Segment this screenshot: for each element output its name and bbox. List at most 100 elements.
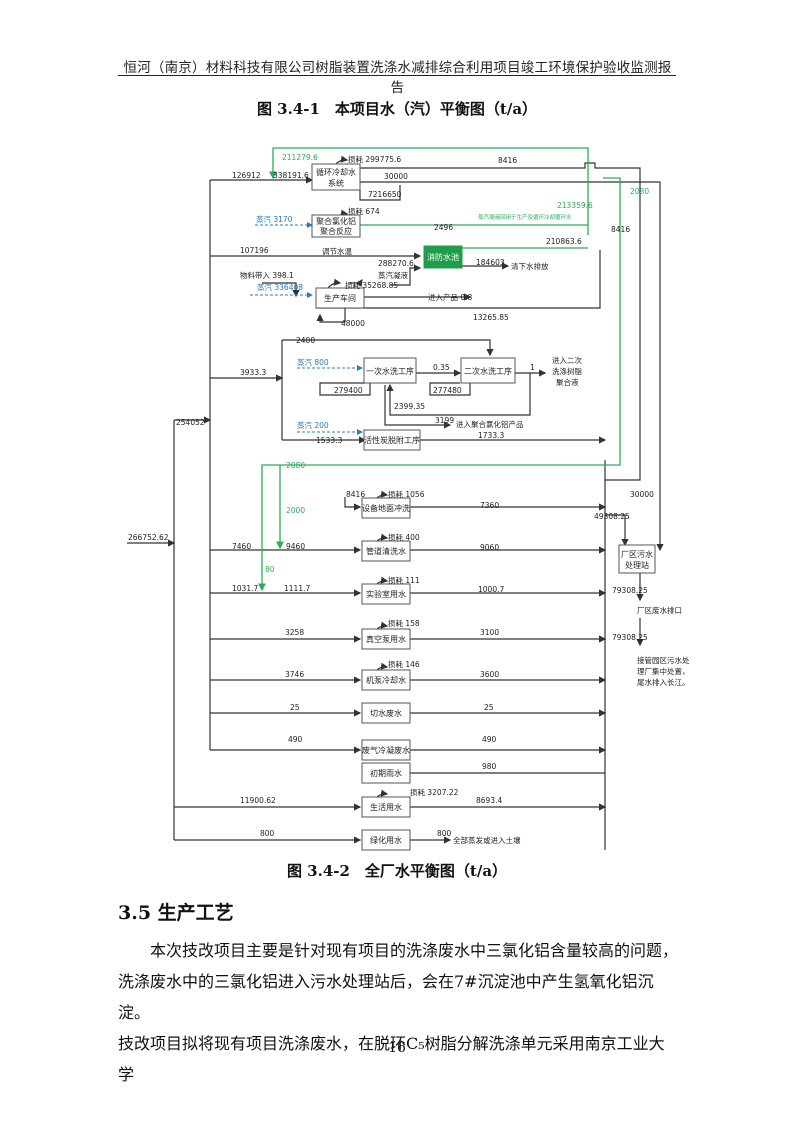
label-30000-right: 30000 xyxy=(630,490,654,499)
label-2080-right: 2080 xyxy=(630,187,649,196)
label-1111: 1111.7 xyxy=(284,584,310,593)
label-9060: 9060 xyxy=(480,543,499,552)
paragraph-line: 洗涤废水中的三氯化铝进入污水处理站后，会在7#沉淀池中产生氢氧化铝沉淀。 xyxy=(118,972,654,1022)
label-2496: 2496 xyxy=(434,223,453,232)
label-1: 1 xyxy=(530,363,535,372)
label-800-in: 800 xyxy=(260,829,275,838)
document-header: 恒河（南京）材料科技有限公司树脂装置洗涤水减排综合利用项目竣工环境保护验收监测报… xyxy=(123,60,672,96)
label-3933: 3933.3 xyxy=(240,368,266,377)
box-cooling-line2: 系统 xyxy=(328,178,344,188)
label-to-pac: 进入聚合氯化铝产品 xyxy=(456,419,524,429)
box-cooling-line1: 循环冷却水 xyxy=(316,167,356,177)
box-gas-label: 废气冷凝废水 xyxy=(362,745,410,755)
label-30000-top: 30000 xyxy=(384,172,408,181)
label-288270: 288270.6 xyxy=(378,259,414,268)
label-9460: 9460 xyxy=(286,542,305,551)
label-7460: 7460 xyxy=(232,542,251,551)
flow-lines xyxy=(127,155,664,850)
label-184603: 184603 xyxy=(476,258,505,267)
box-green-label: 绿化用水 xyxy=(370,835,402,845)
label-7216650: 7216650 xyxy=(368,190,402,199)
figure-caption-3-4-1: 图 3.4-1 本项目水（汽）平衡图（t/a） xyxy=(256,100,538,118)
water-balance-diagram: 循环冷却水 系统 聚合氯化铝 聚合反应 消防水池 生产车间 一次水洗工序 二次水… xyxy=(127,147,690,851)
box-pump xyxy=(361,669,411,691)
label-107196: 107196 xyxy=(240,246,269,255)
paragraph-line: 技改项目拟将现有项目洗涤废水，在脱环C₅树脂分解洗涤单元采用南京工业大学 xyxy=(118,1034,665,1084)
label-8416-top: 8416 xyxy=(498,156,517,165)
label-210863: 210863.6 xyxy=(546,237,582,246)
label-7360: 7360 xyxy=(480,501,499,510)
section-heading: 3.5 生产工艺 xyxy=(118,902,234,924)
label-regulate: 调节水温 xyxy=(322,246,352,256)
label-1031: 1031.7 xyxy=(232,584,258,593)
box-floor-label: 设备地面冲洗 xyxy=(362,503,410,513)
box-fire-pool-label: 消防水池 xyxy=(427,252,459,262)
label-2080-left: 2080 xyxy=(286,461,305,470)
box-vacuum xyxy=(361,628,411,650)
box-cutting xyxy=(361,702,411,724)
label-loss-workshop: 损耗 35268.85 xyxy=(345,280,398,290)
box-cutting-label: 切水废水 xyxy=(370,708,402,718)
label-to-second-3: 聚合液 xyxy=(556,377,579,387)
label-1733: 1733.3 xyxy=(478,431,504,440)
box-gas xyxy=(361,739,411,761)
label-490-out: 490 xyxy=(482,735,497,744)
label-8416-right: 8416 xyxy=(611,225,630,234)
label-final-3: 尾水排入长江。 xyxy=(637,677,690,687)
label-condensate: 蒸汽凝液 xyxy=(378,270,408,280)
label-to-second-2: 洗涤树脂 xyxy=(552,366,582,376)
label-980: 980 xyxy=(482,762,497,771)
body-paragraph: 本次技改项目主要是针对现有项目的洗涤废水中三氯化铝含量较高的问题， 洗涤废水中的… xyxy=(118,935,678,1090)
label-266752: 266752.62 xyxy=(128,533,169,542)
box-rain xyxy=(361,762,411,784)
label-1000: 1000.7 xyxy=(478,585,504,594)
label-to-soil: 全部蒸发或进入土壤 xyxy=(453,835,521,845)
box-pipe-label: 管道清洗水 xyxy=(366,546,406,556)
box-polymer-line2: 聚合反应 xyxy=(320,226,352,236)
box-wash1-label: 一次水洗工序 xyxy=(366,366,414,376)
label-25-out: 25 xyxy=(484,703,494,712)
box-vacuum-label: 真空泵用水 xyxy=(366,634,406,644)
label-2400: 2400 xyxy=(296,336,315,345)
label-11900: 11900.62 xyxy=(240,796,276,805)
label-490-in: 490 xyxy=(288,735,303,744)
label-loss-lab: 损耗 111 xyxy=(388,575,420,585)
box-wash2-label: 二次水洗工序 xyxy=(464,366,512,376)
label-steam-336408: 蒸汽 336408 xyxy=(257,282,303,292)
label-loss-pipe: 损耗 400 xyxy=(388,532,420,542)
label-277480: 277480 xyxy=(433,386,462,395)
label-0-35: 0.35 xyxy=(433,363,450,372)
box-green xyxy=(361,829,411,851)
recycle-lines xyxy=(258,147,621,592)
box-life-label: 生活用水 xyxy=(370,802,402,812)
box-wash1 xyxy=(363,357,417,384)
label-loss-vacuum: 损耗 158 xyxy=(388,618,420,628)
label-to-drain: 清下水排放 xyxy=(511,261,549,271)
process-boxes: 循环冷却水 系统 聚合氯化铝 聚合反应 消防水池 生产车间 一次水洗工序 二次水… xyxy=(311,163,656,851)
label-8416-floor: 8416 xyxy=(346,490,365,499)
label-steam-200: 蒸汽 200 xyxy=(297,420,329,430)
label-279400: 279400 xyxy=(334,386,363,395)
label-steam-800: 蒸汽 800 xyxy=(297,357,329,367)
paragraph-line: 本次技改项目主要是针对现有项目的洗涤废水中三氯化铝含量较高的问题， xyxy=(118,941,679,960)
flow-labels: 211279.6 损耗 299775.6 8416 126912 338191.… xyxy=(128,153,690,845)
label-material-in: 物料带入 398.1 xyxy=(240,270,294,280)
label-3258: 3258 xyxy=(285,628,304,637)
label-13265: 13265.85 xyxy=(473,313,509,322)
box-workshop xyxy=(315,287,365,309)
label-8693: 8693.4 xyxy=(476,796,502,805)
label-loss-pump: 损耗 146 xyxy=(388,659,420,669)
box-lab xyxy=(361,583,411,605)
box-pump-label: 机泵冷却水 xyxy=(366,675,406,685)
label-80: 80 xyxy=(265,565,275,574)
box-polymer-line1: 聚合氯化铝 xyxy=(316,216,356,226)
label-126912: 126912 xyxy=(232,171,261,180)
header-divider xyxy=(118,75,676,76)
figure-caption-3-4-2: 图 3.4-2 全厂水平衡图（t/a） xyxy=(286,862,508,880)
box-wwtp xyxy=(618,544,656,574)
box-polymer xyxy=(311,214,361,238)
box-lab-label: 实验室用水 xyxy=(366,589,406,599)
label-79308-a: 79308.25 xyxy=(612,586,648,595)
box-rain-label: 初期雨水 xyxy=(370,768,402,778)
label-3199: 3199 xyxy=(435,416,454,425)
